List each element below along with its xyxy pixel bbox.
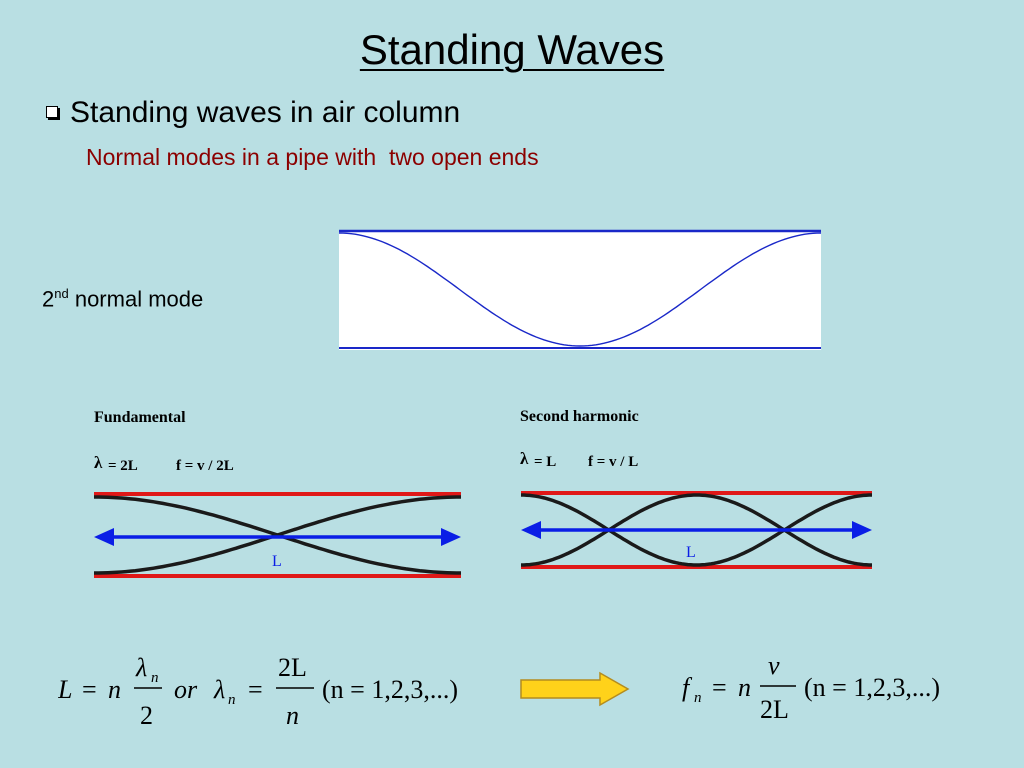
eq-or: or [174,675,198,704]
eq-lambda: λ [135,653,147,682]
eq-equals-2: = [248,675,263,704]
subheading: Normal modes in a pipe with two open end… [86,144,539,170]
eq-n: n [738,673,751,702]
bullet-item: Standing waves in air column [46,96,460,130]
eq-f: f [682,673,693,702]
eq-denominator: n [286,701,299,730]
second-harmonic-freq-text: f = v / L [588,454,638,470]
eq-2L: 2L [760,695,789,724]
fundamental-length-label: L [272,553,282,570]
eq-range: (n = 1,2,3,...) [804,673,940,702]
fundamental-diagram: Fundamental λ = 2L f = v / 2L L [94,409,461,578]
eq-lambda-2-sub: n [228,692,236,708]
fundamental-title: Fundamental [94,409,186,426]
length-arrow-left-head [521,521,541,539]
eq-v: v [768,651,780,680]
eq-equals: = [712,673,727,702]
wave-plot-background [339,230,821,350]
equation-right: f n = n v 2L (n = 1,2,3,...) [682,651,940,724]
second-harmonic-diagram: Second harmonic λ = L f = v / L L [520,408,872,569]
fundamental-freq-text: f = v / 2L [176,458,234,474]
mode-number: 2 [42,286,55,312]
yellow-arrow-icon [520,671,630,707]
length-arrow-right-head [852,521,872,539]
wave-curve [338,232,822,347]
second-harmonic-title: Second harmonic [520,408,639,425]
equation-left: L = n λ n 2 or λ n = 2L n (n = 1,2,3,...… [58,653,458,730]
fundamental-wave-lower [94,495,461,575]
second-harmonic-lambda-text: = L [534,454,556,470]
bullet-text: Standing waves in air column [70,96,461,129]
second-harmonic-wave-b [521,493,872,567]
eq-equals-1: = [82,675,97,704]
mode-label: 2nd normal mode [42,286,203,312]
length-arrow-left-head [94,528,114,546]
second-harmonic-lambda-symbol: λ [520,449,529,468]
eq-f-sub: n [694,690,702,706]
fundamental-lambda-symbol: λ [94,453,103,472]
length-arrow-right-head [441,528,461,546]
mode-suffix: nd [54,286,69,301]
eq-lambda-sub: n [151,670,159,686]
eq-two: 2 [140,701,153,730]
implies-arrow [520,671,630,707]
eq-numerator: 2L [278,653,307,682]
mode-text: normal mode [68,286,204,312]
eq-n: n [108,675,121,704]
eq-range: (n = 1,2,3,...) [322,675,458,704]
page-title: Standing Waves [359,26,665,73]
eq-L: L [58,675,72,704]
eq-lambda-2: λ [213,675,225,704]
standing-wave-plot [338,229,822,350]
fundamental-lambda-text: = 2L [108,458,138,474]
bullet-square-icon [46,106,58,118]
second-harmonic-wave-a [521,493,872,567]
second-harmonic-length-label: L [686,544,696,561]
